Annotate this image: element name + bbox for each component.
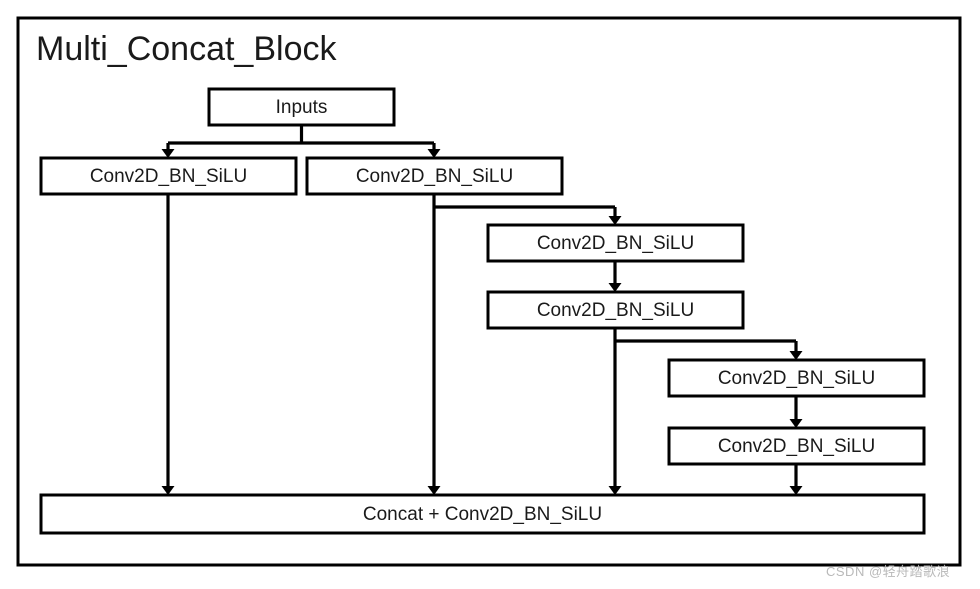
node-box-conv_rr1 — [667, 358, 926, 398]
node-conv_m2[interactable]: Conv2D_BN_SiLU — [486, 290, 745, 330]
node-box-conv_l1 — [39, 156, 298, 196]
node-concat[interactable]: Concat + Conv2D_BN_SiLU — [39, 493, 926, 535]
node-box-inputs — [207, 87, 396, 127]
node-conv_r1[interactable]: Conv2D_BN_SiLU — [305, 156, 564, 196]
arrowhead-conv-m1-to-conv-m2 — [608, 283, 622, 292]
edge-group — [161, 125, 803, 495]
arrowhead-conv-l1-to-concat — [161, 486, 175, 495]
arrowhead-conv-m2-to-concat — [608, 486, 622, 495]
node-conv_l1[interactable]: Conv2D_BN_SiLU — [39, 156, 298, 196]
node-label-concat: Concat + Conv2D_BN_SiLU — [363, 504, 602, 525]
node-label-conv_rr1: Conv2D_BN_SiLU — [718, 368, 875, 389]
csdn-watermark: CSDN @轻舟踏歌浪 — [826, 564, 951, 579]
arrowhead-inputs-to-conv-r1 — [427, 149, 441, 158]
node-inputs[interactable]: Inputs — [207, 87, 396, 127]
node-conv_m1[interactable]: Conv2D_BN_SiLU — [486, 223, 745, 263]
page-title: Multi_Concat_Block — [36, 30, 337, 68]
node-box-conv_r1 — [305, 156, 564, 196]
node-box-conv_m1 — [486, 223, 745, 263]
node-label-conv_r1: Conv2D_BN_SiLU — [356, 166, 513, 187]
node-box-conv_rr2 — [667, 426, 926, 466]
node-label-conv_rr2: Conv2D_BN_SiLU — [718, 436, 875, 457]
arrowhead-conv-m2-to-conv-rr1 — [789, 351, 803, 360]
node-box-conv_m2 — [486, 290, 745, 330]
node-label-inputs: Inputs — [276, 97, 328, 118]
arrowhead-conv-rr1-to-conv-rr2 — [789, 419, 803, 428]
arrowhead-conv-rr2-to-concat — [789, 486, 803, 495]
node-label-conv_l1: Conv2D_BN_SiLU — [90, 166, 247, 187]
arrowhead-inputs-to-conv-l1 — [161, 149, 175, 158]
arrowhead-conv-r1-to-conv-m1 — [608, 216, 622, 225]
node-conv_rr2[interactable]: Conv2D_BN_SiLU — [667, 426, 926, 466]
node-label-conv_m1: Conv2D_BN_SiLU — [537, 233, 694, 254]
node-conv_rr1[interactable]: Conv2D_BN_SiLU — [667, 358, 926, 398]
arrowhead-conv-r1-to-concat — [427, 486, 441, 495]
node-label-conv_m2: Conv2D_BN_SiLU — [537, 300, 694, 321]
node-box-concat — [39, 493, 926, 535]
